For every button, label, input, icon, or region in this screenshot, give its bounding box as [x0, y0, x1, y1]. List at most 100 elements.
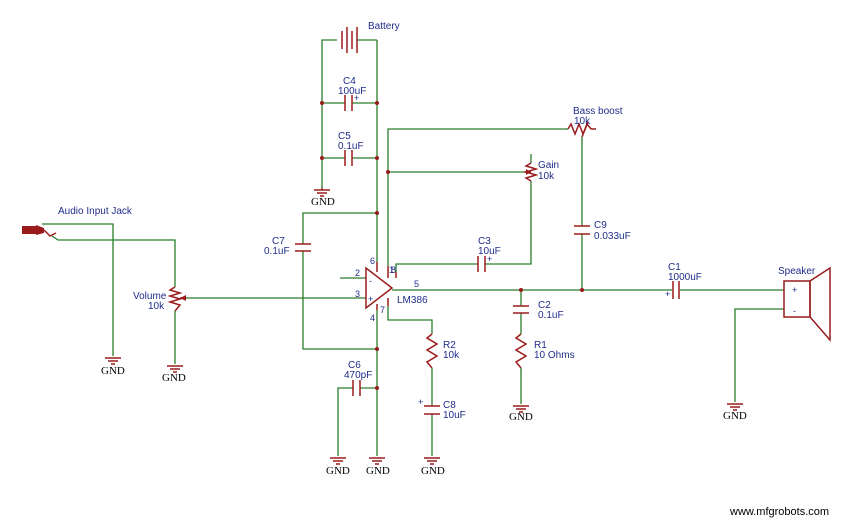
r1-name: R1: [534, 340, 547, 351]
capacitor-c3: +: [477, 254, 492, 272]
bass-boost-name: Bass boost: [573, 106, 623, 117]
opamp-plus: +: [368, 294, 373, 304]
junction: [375, 347, 379, 351]
c8-value: 10uF: [443, 410, 466, 421]
c2-value: 0.1uF: [538, 310, 564, 321]
wire-speaker-minus: [734, 308, 784, 402]
c4-name: C4: [343, 76, 356, 87]
pin-7: 7: [380, 305, 385, 315]
gnd-label: GND: [326, 465, 350, 477]
capacitor-c6: [352, 380, 361, 396]
junction: [375, 211, 379, 215]
ground-symbol: [105, 357, 121, 365]
pin-8: 8: [391, 265, 396, 275]
pin-2: 2: [355, 268, 360, 278]
capacitor-c8: +: [418, 397, 440, 415]
wire-bass-top: [387, 128, 568, 266]
wires: [42, 39, 784, 456]
c1-name: C1: [668, 262, 681, 273]
potentiometer-bass-boost: [567, 121, 596, 138]
ground-symbol: [727, 403, 743, 411]
gnd-label: GND: [162, 372, 186, 384]
ground-symbol: [167, 365, 183, 373]
c4-plus: +: [354, 93, 359, 103]
ground-symbol: [513, 405, 529, 413]
gnd-label: GND: [421, 465, 445, 477]
r2-name: R2: [443, 340, 456, 351]
opamp-pin-numbers: 1 2 3 4 5 6 7 8: [355, 256, 419, 323]
watermark: www.mfgrobots.com: [729, 506, 829, 518]
capacitor-c5: [344, 150, 353, 166]
c7-name: C7: [272, 236, 285, 247]
ground-symbols: [105, 188, 743, 465]
ground-symbol: [369, 457, 385, 465]
ground-symbol: [330, 457, 346, 465]
component-labels: Battery C4 100uF C5 0.1uF Bass boost 10k…: [58, 21, 816, 421]
junctions: [320, 101, 584, 390]
pin-4: 4: [370, 313, 375, 323]
capacitor-c9: [574, 225, 590, 235]
junction: [375, 101, 379, 105]
resistor-r1: [514, 333, 528, 369]
ic-name: LM386: [397, 295, 428, 306]
battery-label: Battery: [368, 21, 400, 32]
volume-name: Volume: [133, 291, 167, 302]
gnd-label: GND: [311, 196, 335, 208]
opamp-minus: -: [369, 276, 372, 286]
r2-value: 10k: [443, 350, 460, 361]
pin-3: 3: [355, 289, 360, 299]
potentiometer-gain: [523, 162, 539, 182]
bass-boost-value: 10k: [574, 116, 591, 127]
battery-symbol: [341, 27, 358, 53]
pin-1: 1: [389, 265, 394, 275]
wire-jack-ring: [51, 235, 176, 287]
gnd-label: GND: [509, 411, 533, 423]
c6-value: 470pF: [344, 370, 372, 381]
c3-value: 10uF: [478, 246, 501, 257]
speaker-label: Speaker: [778, 266, 816, 277]
c5-name: C5: [338, 131, 351, 142]
c7-value: 0.1uF: [264, 246, 290, 257]
gnd-label: GND: [101, 365, 125, 377]
c8-name: C8: [443, 400, 456, 411]
wire-battery-left: [321, 39, 337, 158]
c5-value: 0.1uF: [338, 141, 364, 152]
c2-name: C2: [538, 300, 551, 311]
gnd-label: GND: [366, 465, 390, 477]
c8-plus: +: [418, 397, 423, 407]
audio-input-jack-symbol: [22, 225, 57, 237]
wire-pin7-r2: [387, 306, 433, 334]
pin-6: 6: [370, 256, 375, 266]
c4-value: 100uF: [338, 86, 366, 97]
gain-value: 10k: [538, 171, 555, 182]
potentiometer-volume: [167, 286, 186, 312]
c6-name: C6: [348, 360, 361, 371]
c1-value: 1000uF: [668, 272, 702, 283]
capacitor-c2: [513, 305, 529, 314]
wire-gain-to-c3: [485, 181, 532, 265]
gnd-label: GND: [723, 410, 747, 422]
volume-value: 10k: [148, 301, 165, 312]
junction: [519, 288, 523, 292]
junction: [320, 101, 324, 105]
lm386-opamp: - +: [365, 262, 397, 310]
junction: [580, 288, 584, 292]
capacitor-c1: +: [665, 281, 680, 299]
c3-name: C3: [478, 236, 491, 247]
wire-c3-to-pin8: [395, 263, 478, 272]
resistor-r2: [425, 333, 439, 369]
capacitor-c7: [295, 243, 311, 252]
c3-plus: +: [487, 254, 492, 264]
wire-jack-tip: [42, 223, 114, 356]
audio-input-jack-label: Audio Input Jack: [58, 206, 133, 217]
c1-plus: +: [665, 289, 670, 299]
speaker-minus: -: [793, 306, 796, 316]
junction: [386, 170, 390, 174]
speaker-symbol: + -: [783, 266, 831, 343]
gain-name: Gain: [538, 160, 559, 171]
ground-symbol: [314, 188, 330, 197]
c9-name: C9: [594, 220, 607, 231]
junction: [320, 156, 324, 160]
gnd-labels: GND GND GND GND GND GND GND GND: [101, 196, 747, 477]
